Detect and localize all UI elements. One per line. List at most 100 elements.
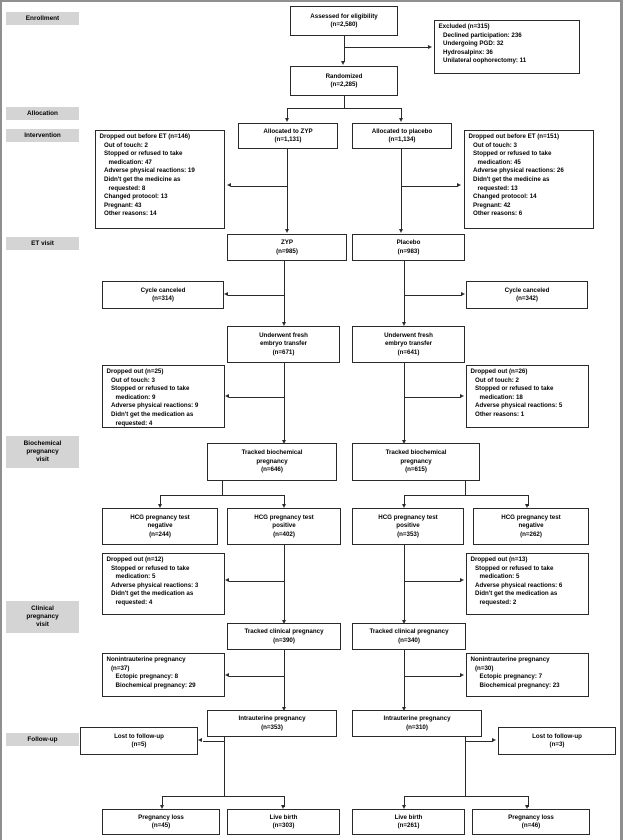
connector-placebo-to-live-birth — [404, 795, 405, 807]
dropout-item-cont: medication: 5 — [115, 573, 156, 581]
box-line: (n=3) — [549, 741, 565, 748]
box-line: (n=646) — [261, 466, 283, 474]
dropout-item: Stopped or refused to take — [111, 385, 190, 393]
box-line: Randomized — [325, 72, 363, 80]
connector-randomized-split — [287, 107, 402, 109]
box-line: pregnancy — [400, 457, 432, 465]
connector-placebo-allocated-to-received — [401, 149, 402, 230]
box-zyp-cycle-canceled: Cycle canceled (n=314) — [102, 281, 224, 309]
dropout-item: Out of touch: 3 — [473, 141, 517, 149]
box-line: ZYP — [280, 239, 294, 247]
box-line: (n=340) — [398, 636, 420, 644]
dropout-header: Dropped out (n=13) — [470, 556, 528, 563]
box-line: Pregnancy loss — [508, 813, 554, 821]
box-line: (n=310) — [406, 723, 428, 731]
box-line: Lost to follow-up — [532, 732, 582, 740]
dropout-item-cont: requested: 2 — [479, 598, 517, 606]
box-line: (n=45) — [151, 822, 171, 829]
box-line: pregnancy — [256, 457, 288, 465]
arrowhead-zyp-fresh-transfer — [281, 322, 286, 326]
connector-zyp-to-cycle-canceled — [228, 294, 284, 296]
box-placebo-nonintrauterine: Nonintrauterine pregnancy (n=30) Ectopic… — [466, 653, 589, 697]
connector-placebo-clinical-down — [404, 650, 405, 708]
excluded-item: Undergoing PGD: 32 — [443, 40, 504, 48]
dropout-item-cont: requested: 8 — [108, 184, 146, 192]
arrowhead-placebo-cycle-canceled — [461, 292, 465, 297]
box-placebo-lost-to-followup: Lost to follow-up (n=3) — [498, 727, 616, 755]
dropout-item: Out of touch: 2 — [475, 376, 519, 384]
box-line: HCG pregnancy test — [130, 513, 190, 521]
dropout-item-cont: medication: 9 — [115, 393, 156, 401]
arrowhead-placebo-tracked-biochemical — [402, 440, 406, 444]
arrowhead-placebo-nonintrauterine — [460, 673, 464, 678]
connector-placebo-to-dropout — [401, 185, 459, 187]
dropout-item: Pregnant: 43 — [104, 201, 142, 209]
dropout-item: Adverse physical reactions: 9 — [111, 402, 199, 410]
box-line: (n=353) — [397, 530, 419, 538]
box-zyp-dropped-before-et: Dropped out before ET (n=146) Out of tou… — [95, 130, 225, 229]
box-zyp-hcg-positive: HCG pregnancy test positive (n=402) — [227, 508, 341, 545]
connector-placebo-to-nonintrauterine — [404, 675, 461, 677]
dropout-item: Stopped or refused to take — [475, 564, 554, 572]
box-line: Tracked clinical pregnancy — [369, 628, 449, 636]
box-placebo-pregnancy-loss: Pregnancy loss (n=46) — [472, 809, 590, 835]
arrowhead-zyp-received — [284, 229, 289, 233]
dropout-header: Dropped out before ET (n=146) — [99, 133, 191, 140]
connector-zyp-hcgpos-down — [284, 545, 285, 621]
excluded-header: Excluded (n=315) — [438, 23, 490, 30]
box-line: (n=641) — [397, 348, 420, 356]
dropout-item: Adverse physical reactions: 19 — [104, 167, 195, 175]
box-line: Allocated to ZYP — [263, 127, 313, 135]
box-placebo-live-birth: Live birth (n=261) — [352, 809, 465, 835]
box-zyp-dropped-after-et: Dropped out (n=25) Out of touch: 3 Stopp… — [102, 365, 225, 428]
box-placebo-intrauterine: Intrauterine pregnancy (n=310) — [352, 710, 482, 737]
box-line: Pregnancy loss — [138, 813, 184, 821]
arrowhead-zyp-live-birth — [281, 805, 286, 809]
box-line: HCG pregnancy test — [378, 513, 438, 521]
dropout-item: Didn't get the medication as — [111, 590, 194, 598]
box-zyp-dropped-biochemical: Dropped out (n=12) Stopped or refused to… — [102, 553, 225, 615]
stage-line: visit — [36, 456, 49, 463]
box-line: Underwent fresh — [259, 331, 308, 339]
excluded-item: Declined participation: 236 — [443, 31, 522, 39]
arrowhead-zyp-hcg-positive — [281, 504, 286, 508]
box-line: HCG pregnancy test — [501, 513, 561, 521]
dropout-header: Dropped out (n=25) — [106, 368, 164, 375]
dropout-item: Pregnant: 42 — [473, 201, 511, 209]
stage-line: Clinical — [31, 605, 54, 612]
box-line: (n=402) — [273, 530, 295, 538]
dropout-item: Adverse physical reactions: 5 — [475, 402, 563, 410]
arrowhead-placebo-fresh-transfer — [402, 322, 406, 326]
dropout-item: Out of touch: 2 — [104, 141, 148, 149]
dropout-header: Dropped out (n=26) — [470, 368, 528, 375]
box-line: Tracked biochemical — [385, 449, 447, 457]
stage-line: visit — [36, 621, 49, 628]
box-line: (n=342) — [516, 295, 538, 302]
box-line: (n=2,580) — [330, 21, 358, 28]
box-placebo-dropped-after-et: Dropped out (n=26) Out of touch: 2 Stopp… — [466, 365, 589, 428]
box-zyp-intrauterine: Intrauterine pregnancy (n=353) — [207, 710, 337, 737]
box-zyp-pregnancy-loss: Pregnancy loss (n=45) — [102, 809, 220, 835]
arrowhead-excluded — [428, 44, 432, 49]
dropout-item-cont: requested: 4 — [115, 419, 153, 427]
box-line: negative — [147, 522, 173, 530]
box-placebo-hcg-negative: HCG pregnancy test negative (n=262) — [473, 508, 589, 545]
box-line: (n=261) — [397, 822, 420, 829]
box-line: Intrauterine pregnancy — [383, 715, 451, 723]
connector-zyp-allocated-to-received — [287, 149, 288, 230]
connector-zyp-biochem-stem — [222, 481, 223, 495]
box-line: Live birth — [394, 813, 423, 821]
box-line: Cycle canceled — [504, 286, 550, 294]
dropout-item: Adverse physical reactions: 26 — [473, 167, 564, 175]
arrowhead-zyp-tracked-clinical — [281, 620, 286, 624]
arrowhead-zyp-hcg-negative — [157, 504, 162, 508]
connector-placebo-to-dropout-3 — [404, 580, 461, 582]
connector-to-excluded — [343, 47, 430, 48]
scan-edge-right — [620, 0, 623, 840]
box-line: (n=983) — [397, 247, 420, 255]
arrowhead-allocated-placebo — [399, 118, 403, 122]
connector-to-zyp-arm — [287, 107, 288, 120]
arrowhead-zyp-pregnancy-loss — [159, 805, 164, 809]
connector-zyp-to-lost-followup — [203, 740, 224, 742]
dropout-item: Changed protocol: 13 — [104, 193, 168, 201]
